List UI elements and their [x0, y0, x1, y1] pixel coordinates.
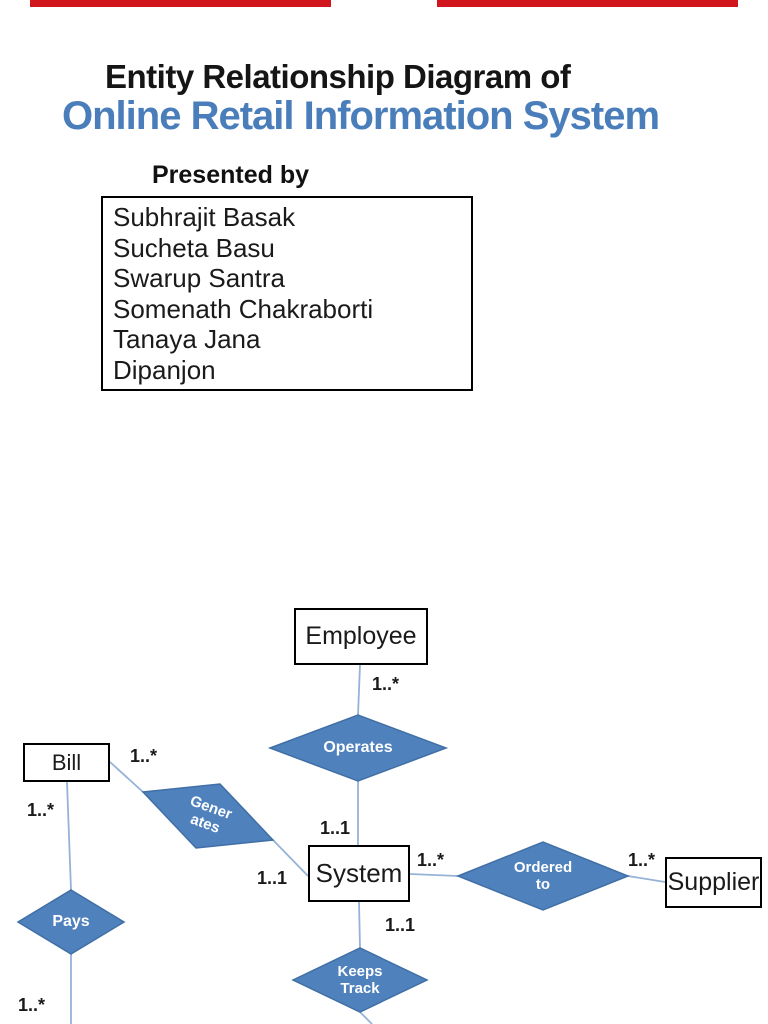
relationship-keeps-track-label: Keeps Track — [337, 962, 383, 997]
connector-line — [358, 901, 361, 949]
cardinality-label: 1..* — [130, 746, 158, 766]
entity-bill: Bill — [23, 743, 110, 782]
pays-diamond-shape — [16, 889, 126, 955]
connector-line — [627, 875, 666, 883]
entity-label: Employee — [305, 622, 417, 650]
presenter-name: Subhrajit Basak — [113, 202, 296, 232]
presenter-name: Swarup Santra — [113, 263, 285, 293]
presenter-name: Somenath Chakraborti — [113, 293, 374, 324]
entity-label: Supplier — [667, 868, 760, 896]
connector-line — [66, 781, 72, 891]
cardinality-label: 1..* — [27, 800, 55, 820]
relationship-ordered-to-label: Ordered to — [513, 858, 573, 893]
presenter-name: Sucheta Basu — [113, 232, 275, 263]
cardinality-label: 1..* — [417, 850, 445, 870]
cardinality-label: 1..* — [18, 995, 46, 1015]
entity-employee: Employee — [294, 608, 428, 665]
relationship-pays-label: Pays — [52, 912, 90, 930]
entity-supplier: Supplier — [665, 857, 762, 908]
keeps-track-diamond-shape — [291, 947, 429, 1013]
cardinality-label: 1..1 — [385, 915, 416, 935]
connector-line — [357, 664, 361, 716]
cardinality-label: 1..1 — [320, 818, 351, 838]
connector-line — [272, 839, 309, 877]
presenter-name: Dipanjon — [113, 354, 216, 385]
ordered-to-diamond-shape — [455, 841, 631, 911]
cardinality-label: 1..* — [628, 850, 656, 870]
connector-line — [409, 873, 459, 877]
page-title-line1: Entity Relationship Diagram of — [105, 58, 571, 95]
presenter-name: Tanaya Jana — [113, 324, 261, 354]
generates-diamond-shape — [141, 783, 275, 849]
relationship-operates-label: Operates — [323, 738, 393, 756]
operates-diamond-shape — [267, 714, 449, 782]
cardinality-label: 1..* — [372, 674, 400, 694]
connector-line — [359, 1011, 373, 1024]
connector-line — [109, 761, 144, 793]
presenters-box: Subhrajit Basak Sucheta Basu Swarup Sant… — [101, 196, 473, 391]
presented-by-heading: Presented by — [152, 161, 310, 189]
entity-label: System — [315, 858, 403, 888]
top-accent-bar-left — [30, 0, 331, 7]
entity-label: Bill — [51, 749, 82, 775]
entity-system: System — [308, 845, 410, 902]
cardinality-label: 1..1 — [257, 868, 288, 888]
top-accent-bar-right — [437, 0, 738, 7]
page-title-line2: Online Retail Information System — [62, 94, 660, 138]
